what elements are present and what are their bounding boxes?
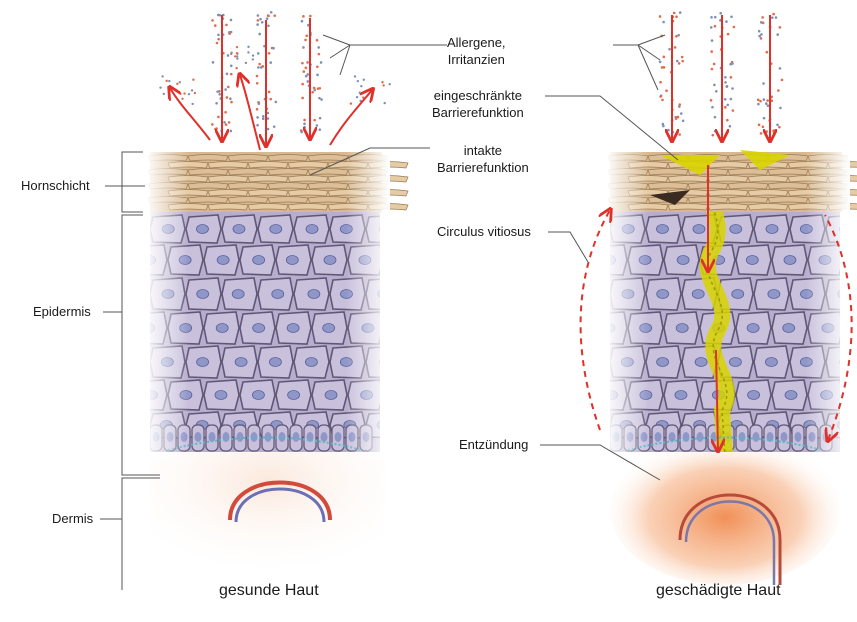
intact-barrier-line1: intakte [437,142,529,159]
circulus-vitiosus-label: Circulus vitiosus [437,223,531,240]
epidermis-cell [402,412,437,438]
impaired-barrier-label: eingeschränkte Barrierefunktion [432,87,524,121]
dermis-label: Dermis [52,510,93,527]
stratum-corneum-label: Hornschicht [21,177,90,194]
intact-barrier-line2: Barrierefunktion [437,159,529,176]
epidermis-cell [114,412,149,438]
epidermis-cell [402,215,437,243]
healthy-skin-illustration [114,150,455,580]
allergens-label-line2: Irritanzien [447,51,506,68]
healthy-skin-caption: gesunde Haut [219,582,319,600]
epidermis-cell [420,312,455,344]
impaired-barrier-line2: Barrierefunktion [432,104,524,121]
epidermis-cell [402,346,437,378]
epidermis-cell [402,278,437,310]
epidermis-cell [574,412,609,438]
allergens-label-line1: Allergene, [447,34,506,51]
epidermis-label: Epidermis [33,303,91,320]
epidermis-cell [114,215,149,243]
damaged-skin-caption: geschädigte Haut [656,582,781,600]
epidermis-cell [114,278,149,310]
epidermis-cell [420,245,455,275]
epidermis-cell [114,346,149,378]
intact-barrier-label: intakte Barrierefunktion [437,142,529,176]
impaired-barrier-line1: eingeschränkte [432,87,524,104]
allergens-label: Allergene, Irritanzien [447,34,506,68]
epidermis-cell [574,278,609,310]
epidermis-cell [574,215,609,243]
epidermis-cell [574,346,609,378]
epidermis-cell [420,380,455,410]
healthy-allergen-arrows [170,15,372,150]
inflammation-label: Entzündung [459,436,528,453]
